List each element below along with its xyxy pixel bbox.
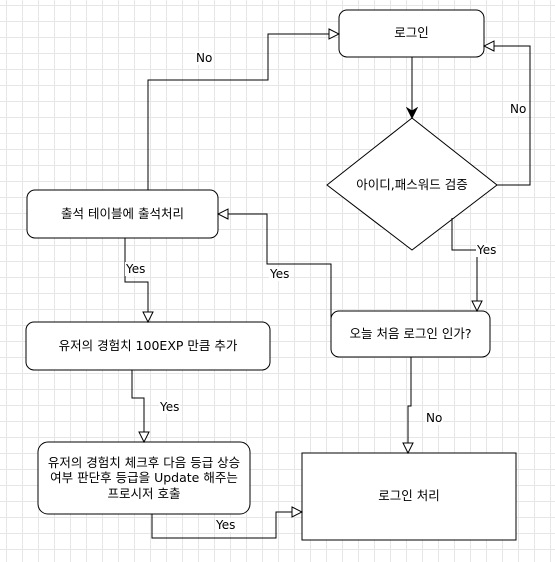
edge-attendance-to-login	[147, 34, 339, 190]
attendance-label: 출석 테이블에 출석처리	[61, 205, 184, 221]
edge-label-grade-to-process: Yes	[215, 518, 237, 532]
edge-first-to-attendance	[218, 214, 332, 334]
edge-attendance-to-exp	[124, 238, 148, 322]
exp-label: 유저의 경험치 100EXP 만큼 추가	[58, 337, 238, 353]
edge-label-attendance-to-login: No	[195, 51, 214, 65]
first-login-label: 오늘 처음 로그인 인가?	[349, 325, 472, 341]
verify-label: 아이디,패스워드 검증	[356, 176, 468, 192]
login-process-box	[301, 452, 517, 541]
grade-label: 유저의 경험치 체크후 다음 등급 상승여부 판단후 등급을 Update 해주…	[47, 454, 241, 501]
verify-diamond	[326, 117, 498, 251]
edge-label-verify-to-first: Yes	[476, 243, 498, 257]
edge-label-first-to-attendance: Yes	[269, 267, 291, 281]
edge-first-to-process	[408, 357, 411, 453]
login-process-label: 로그인 처리	[378, 488, 440, 504]
edge-verify-to-first	[451, 218, 477, 311]
login-label: 로그인	[394, 25, 429, 41]
edge-label-exp-to-grade: Yes	[159, 400, 181, 414]
edge-verify-to-login	[484, 46, 531, 186]
edge-exp-to-grade	[131, 370, 144, 442]
edge-grade-to-process	[151, 512, 302, 539]
edge-label-attendance-to-exp: Yes	[125, 262, 147, 276]
edge-label-first-to-process: No	[425, 411, 444, 425]
edge-label-verify-to-login: No	[509, 102, 528, 116]
